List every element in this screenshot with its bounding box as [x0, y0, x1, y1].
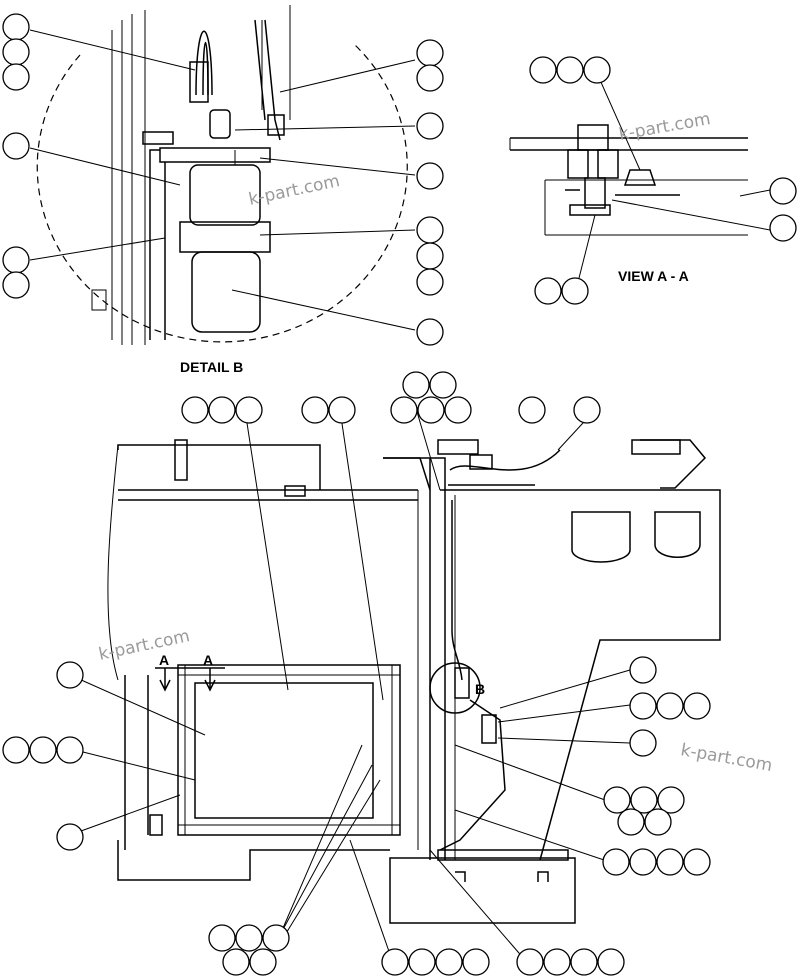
callout-bubbles [2, 13, 797, 976]
detail-b-view: DETAIL B [36, 5, 408, 375]
watermarks: k-part.com k-part.com k-part.com k-part.… [97, 109, 774, 776]
cooler-frame [177, 664, 401, 836]
view-aa: VIEW A - A [509, 79, 771, 284]
watermark-4: k-part.com [679, 740, 774, 776]
section-a-right: A [203, 652, 213, 668]
detail-b-boundary [36, 44, 408, 343]
detail-b-callout-circle [429, 662, 481, 714]
cooler-core [194, 682, 374, 819]
detail-b-caption: DETAIL B [180, 359, 243, 375]
watermark-3: k-part.com [97, 626, 192, 665]
view-aa-caption: VIEW A - A [618, 268, 689, 284]
detail-b-leaders [29, 29, 416, 331]
section-a-left: A [159, 652, 169, 668]
main-leaders [69, 404, 631, 961]
bottom-battery-box [389, 857, 576, 924]
watermark-2: k-part.com [617, 109, 712, 145]
main-assembly: B A A [107, 439, 721, 924]
detail-b-ref: B [475, 681, 485, 697]
watermark-1: k-part.com [247, 171, 342, 210]
